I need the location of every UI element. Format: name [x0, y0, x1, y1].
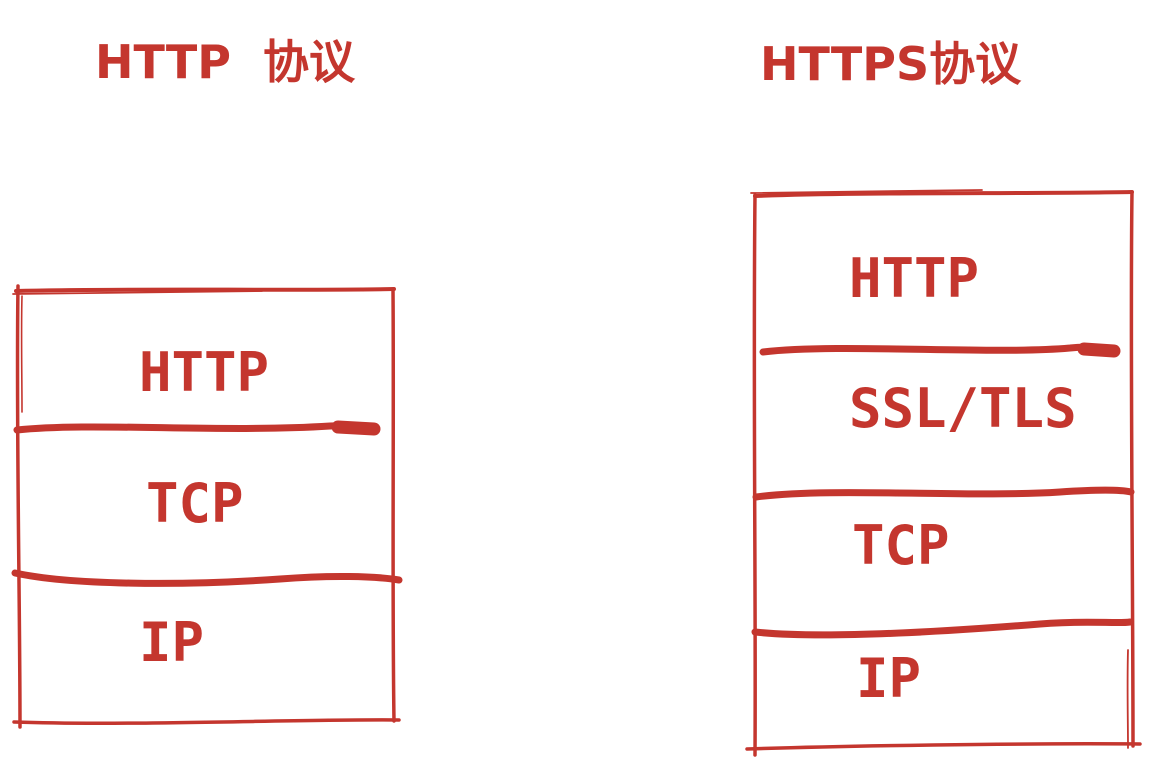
- https-stack-box-sketch: [745, 189, 1142, 757]
- https-stack-title: HTTPS协议: [760, 37, 1022, 91]
- http-stack-layer-ip: IP: [139, 611, 205, 674]
- divider-tcp-ip: [11, 569, 403, 587]
- divider-http-ssl: [759, 343, 1116, 356]
- divider-http-tcp-blob: [331, 420, 381, 436]
- box-right-edge: [391, 287, 396, 723]
- divider-ssl-tcp: [752, 486, 1135, 501]
- https-stack-layer-ssl-tls: SSL/TLS: [849, 377, 1077, 440]
- divider-http-tcp: [13, 422, 372, 434]
- divider-tcp-ip: [751, 618, 1134, 639]
- https-stack-layer-http: HTTP: [849, 247, 980, 310]
- box-bottom-edge: [12, 718, 401, 725]
- box-left-edge: [15, 284, 22, 729]
- https-stack-layer-ip: IP: [856, 647, 922, 710]
- box-bottom-edge: [745, 742, 1142, 751]
- box-top-edge: [14, 287, 396, 293]
- box-left-edge: [752, 193, 757, 757]
- http-stack-layer-http: HTTP: [139, 341, 270, 404]
- http-stack-title: HTTP 协议: [95, 35, 356, 89]
- box-right-edge: [1129, 190, 1135, 748]
- divider-http-ssl-blob: [1077, 342, 1121, 358]
- box-top-edge: [753, 190, 1134, 198]
- http-stack-box-sketch: [11, 284, 403, 729]
- box-top-double-stroke: [12, 290, 263, 295]
- box-top-double-stroke: [750, 189, 983, 194]
- http-stack-layer-tcp: TCP: [146, 472, 244, 535]
- https-stack-layer-tcp: TCP: [852, 514, 950, 577]
